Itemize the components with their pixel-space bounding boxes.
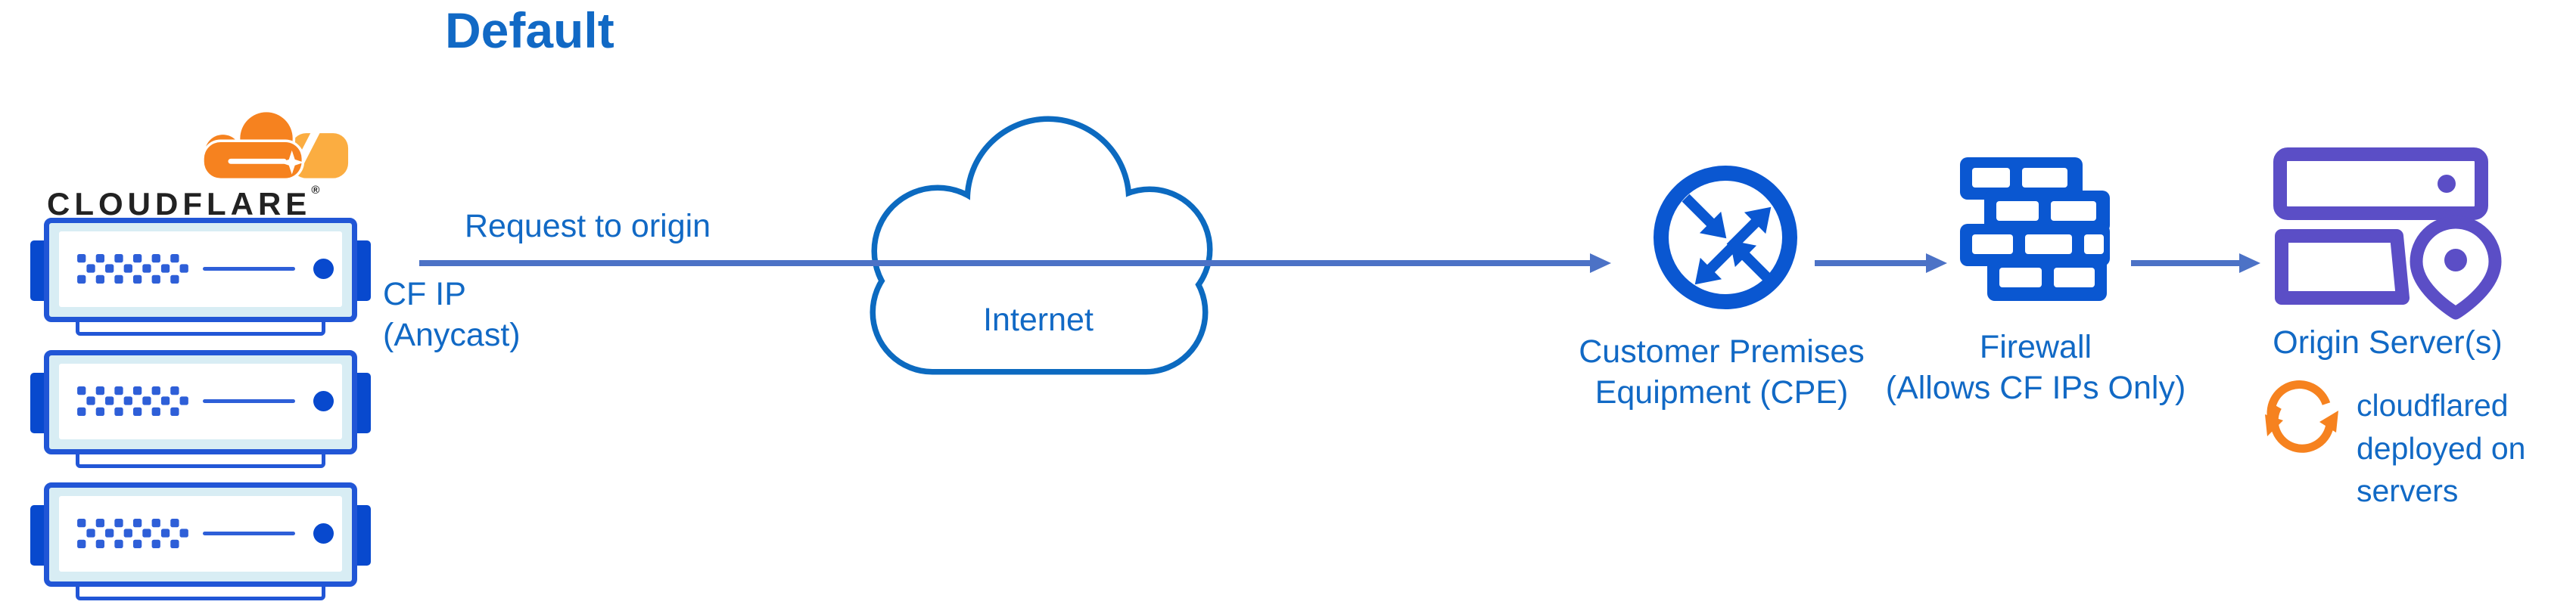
- diagram-title: Default: [445, 2, 614, 58]
- cpe-label: Customer Premises Equipment (CPE): [1579, 333, 1865, 411]
- cloudflare-logo-icon: [201, 109, 349, 185]
- server-vent-dots-icon: [77, 254, 188, 284]
- server-led: [313, 259, 334, 279]
- server-faceplate: [59, 496, 342, 572]
- cf-ip-anycast-label: CF IP (Anycast): [383, 276, 521, 354]
- edge-server: [30, 218, 371, 339]
- cloudflared-note: cloudflared deployed on servers: [2357, 388, 2526, 509]
- server-body: [44, 218, 357, 322]
- server-led: [313, 391, 334, 411]
- server-faceplate: [59, 364, 342, 439]
- server-vent-dots-icon: [77, 386, 188, 416]
- cloudflare-wordmark-text: CLOUDFLARE: [47, 186, 312, 222]
- origin-server-label: Origin Server(s): [2273, 324, 2503, 361]
- internet-cloud-icon: [870, 116, 1213, 375]
- cpe-router-icon: [1654, 166, 1797, 309]
- request-to-origin-label: Request to origin: [465, 208, 711, 244]
- server-slot-line: [203, 399, 295, 403]
- server-body: [44, 482, 357, 587]
- arrow-cpe-to-firewall: [1815, 253, 1947, 273]
- firewall-icon: [1960, 157, 2110, 301]
- server-slot-line: [203, 532, 295, 535]
- firewall-label: Firewall (Allows CF IPs Only): [1885, 329, 2186, 407]
- cloudflare-wordmark: CLOUDFLARE®: [47, 184, 319, 222]
- cloudflared-sync-icon: [2265, 380, 2338, 453]
- server-led: [313, 523, 334, 544]
- arrow-edge-to-cpe: [419, 253, 1611, 273]
- server-body: [44, 350, 357, 454]
- edge-server: [30, 482, 371, 603]
- server-faceplate: [59, 231, 342, 307]
- origin-server-icon: [2273, 147, 2502, 320]
- internet-label: Internet: [983, 302, 1094, 338]
- edge-server: [30, 350, 371, 471]
- registered-trademark-symbol: ®: [311, 184, 320, 197]
- server-slot-line: [203, 267, 295, 271]
- server-vent-dots-icon: [77, 519, 188, 548]
- arrow-firewall-to-origin: [2131, 253, 2260, 273]
